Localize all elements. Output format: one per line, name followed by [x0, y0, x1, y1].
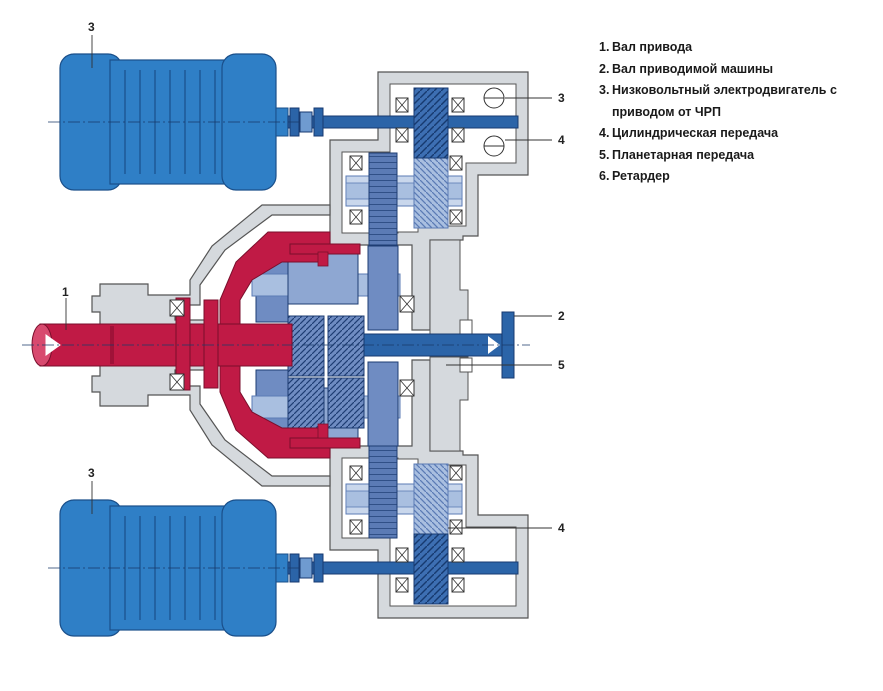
callout-planetary: 5 — [558, 358, 565, 372]
callout-spur-top: 4 — [558, 133, 565, 147]
center-lines — [22, 121, 530, 569]
legend-item: 2.Вал приводимой машины — [599, 61, 774, 76]
callout-leaders — [65, 35, 552, 529]
planetary-gear-stage — [251, 245, 415, 447]
spur-gear-stage-top — [345, 87, 505, 246]
callout-driven-shaft: 2 — [558, 309, 565, 323]
callout-drive-shaft: 1 — [62, 285, 69, 299]
callout-motor-ref-right: 3 — [558, 91, 565, 105]
legend-list: 1.Вал привода 2.Вал приводимой машины 3.… — [599, 37, 879, 188]
legend-item: 6.Ретардер — [599, 169, 670, 183]
callout-motor-top: 3 — [88, 20, 95, 34]
legend-item: 3.Низковольтный электродвигатель с приво… — [599, 83, 837, 119]
legend-item: 4.Цилиндрическая передача — [599, 126, 779, 140]
spur-gear-stage-bottom — [345, 445, 465, 605]
callout-motor-bottom: 3 — [88, 466, 95, 480]
legend-item: 1.Вал привода — [599, 40, 693, 54]
callout-spur-bottom: 4 — [558, 521, 565, 535]
legend-item: 5.Планетарная передача — [599, 147, 755, 162]
